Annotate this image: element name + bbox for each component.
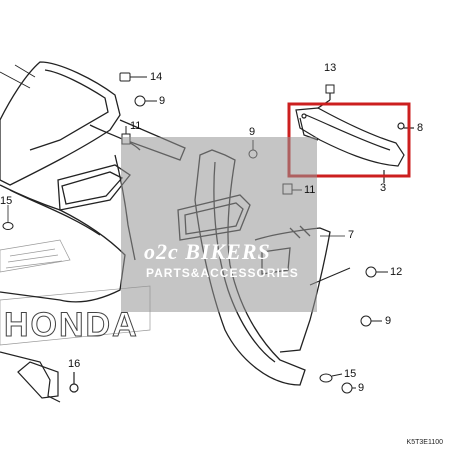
callout-16: 16 [68, 358, 81, 370]
callout-12: 12 [390, 266, 403, 278]
callout-13: 13 [324, 62, 337, 74]
watermark-line-2: PARTS&ACCESSORIES [146, 266, 299, 280]
left-leader-lines [0, 64, 36, 222]
watermark-box [121, 137, 317, 312]
callout-9-mid: 9 [249, 126, 256, 138]
bracket-16 [0, 351, 79, 403]
callout-14: 14 [150, 71, 163, 83]
honda-logo [0, 239, 151, 346]
callout-7: 7 [348, 229, 355, 241]
callout-11-mid: 11 [304, 184, 316, 196]
bolt-12 [309, 266, 388, 286]
callout-15-left: 15 [0, 195, 13, 207]
washer-15-left [2, 222, 14, 230]
bolt-9-top [134, 95, 157, 107]
callout-9-right: 9 [385, 315, 392, 327]
diagram-code: K5T3E1100 [406, 439, 443, 446]
callout-3: 3 [380, 182, 387, 194]
honda-logo-text: HONDA [4, 306, 139, 344]
bolt-9-right [360, 315, 382, 327]
callout-11-left: 11 [130, 120, 142, 132]
callout-9-bottom: 9 [358, 382, 365, 394]
bolt-9-bottom [341, 382, 356, 394]
callout-9-top: 9 [159, 95, 166, 107]
callout-8: 8 [417, 122, 424, 134]
washer-15-bottom [319, 373, 343, 383]
bolt-14 [119, 72, 147, 82]
callout-15-bottom: 15 [344, 368, 357, 380]
watermark-line-1: o2c BIKERS [144, 239, 271, 264]
screw-13 [325, 84, 335, 94]
